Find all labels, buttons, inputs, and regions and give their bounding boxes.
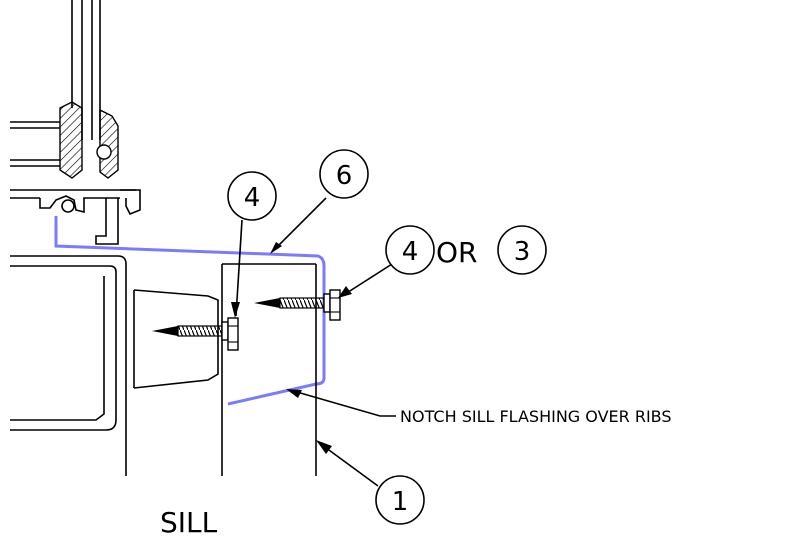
balloon-4-left-label: 4 [244, 183, 261, 213]
balloon-1-label: 1 [392, 487, 409, 517]
glazing-frame [10, 0, 141, 245]
balloon-6: 6 [319, 149, 369, 199]
sill-channel [10, 255, 219, 476]
screw-left [152, 317, 239, 351]
balloon-3: 3 [497, 225, 547, 275]
sill-flashing [54, 216, 326, 406]
section-title: SILL [160, 506, 218, 539]
or-text: OR [436, 236, 478, 269]
balloon-4-left: 4 [227, 171, 277, 221]
sill-member [221, 263, 317, 476]
balloon-4-right-label: 4 [402, 237, 419, 267]
leader-lines [231, 197, 396, 487]
note-notch-sill-flashing: NOTCH SILL FLASHING OVER RIBS [400, 407, 672, 426]
balloon-4-right: 4 [385, 225, 435, 275]
balloon-3-label: 3 [514, 237, 531, 267]
balloon-6-label: 6 [336, 161, 353, 191]
screw-right [254, 289, 341, 321]
balloon-1: 1 [375, 475, 425, 525]
